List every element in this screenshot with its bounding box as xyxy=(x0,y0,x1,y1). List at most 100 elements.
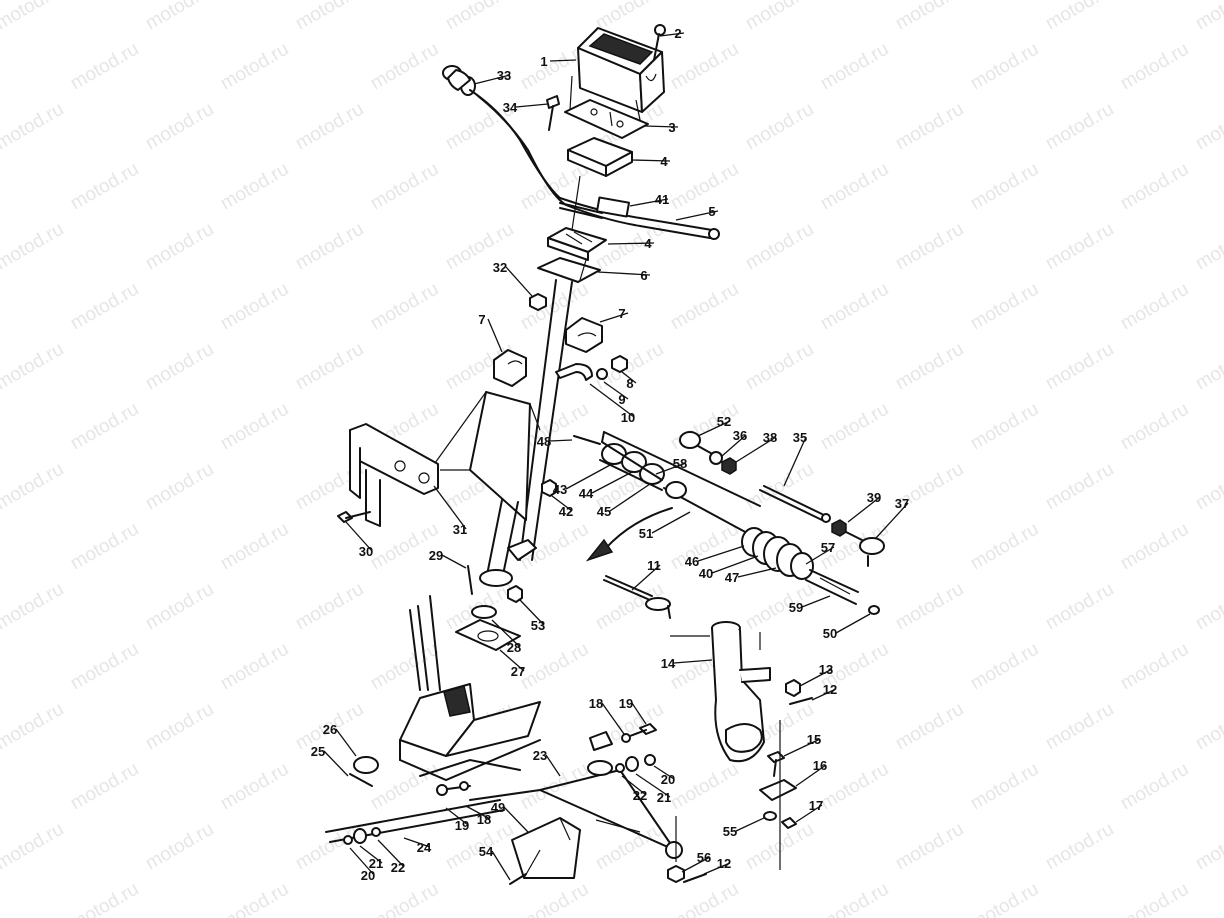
watermark-text: motod.ru xyxy=(1117,399,1192,455)
lower-frame-part xyxy=(399,595,541,782)
washer-22-part xyxy=(615,763,625,773)
callout-42: 42 xyxy=(559,504,573,519)
callout-39: 39 xyxy=(867,490,881,505)
watermark-text: motod.ru xyxy=(1117,759,1192,815)
callout-16: 16 xyxy=(813,758,827,773)
watermark-text: motod.ru xyxy=(1117,519,1192,575)
callout-6: 6 xyxy=(640,268,647,283)
watermark-text: motod.ru xyxy=(1192,339,1224,395)
callout-leader-18 xyxy=(601,702,625,735)
watermark-text: motod.ru xyxy=(892,819,967,875)
callout-leader-11 xyxy=(631,564,661,591)
bracket-31-part xyxy=(349,423,439,527)
callout-47: 47 xyxy=(725,570,739,585)
column-top-plate-part xyxy=(537,257,601,283)
callout-leader-48 xyxy=(549,439,573,442)
callout-leader-22 xyxy=(377,839,405,868)
callout-leader-24 xyxy=(403,837,431,848)
callout-7: 7 xyxy=(478,312,485,327)
callout-48: 48 xyxy=(537,434,551,449)
nut-56-part xyxy=(667,865,685,883)
tie-rod-end-37-part xyxy=(845,531,885,567)
pin-12-upper-part xyxy=(789,697,813,705)
callout-leader-19 xyxy=(445,807,469,826)
callout-leader-4 xyxy=(631,159,671,162)
callout-leader-45 xyxy=(609,483,651,512)
callout-19: 19 xyxy=(455,818,469,833)
nut-32-part xyxy=(529,293,547,311)
watermark-text: motod.ru xyxy=(1192,219,1224,275)
watermark-text: motod.ru xyxy=(67,159,142,215)
callout-leader-6 xyxy=(597,271,651,276)
callout-leader-14 xyxy=(673,659,713,664)
callout-leader-44 xyxy=(591,471,633,494)
washer-28-part xyxy=(471,605,497,619)
callout-leader-16 xyxy=(795,764,827,787)
watermark-text: motod.ru xyxy=(967,879,1042,918)
callout-31: 31 xyxy=(453,522,467,537)
callout-leader-3 xyxy=(643,125,679,128)
bushing-21-left-part xyxy=(353,828,367,844)
watermark-text: motod.ru xyxy=(292,339,367,395)
watermark-text: motod.ru xyxy=(517,159,592,215)
bolt-15-part xyxy=(767,751,785,777)
callout-leader-53 xyxy=(519,599,545,626)
callout-18: 18 xyxy=(589,696,603,711)
watermark-text: motod.ru xyxy=(1042,0,1117,34)
label-41-part xyxy=(596,196,630,218)
callout-18: 18 xyxy=(477,812,491,827)
callout-3: 3 xyxy=(668,120,675,135)
watermark-text: motod.ru xyxy=(892,99,967,155)
callout-28: 28 xyxy=(507,640,521,655)
nut-36-part xyxy=(709,451,723,465)
watermark-text: motod.ru xyxy=(1117,639,1192,695)
watermark-text: motod.ru xyxy=(0,219,67,275)
spindle-14-part xyxy=(711,621,771,763)
watermark-text: motod.ru xyxy=(1117,39,1192,95)
callout-leader-36 xyxy=(721,434,747,457)
callout-leader-49 xyxy=(503,806,529,833)
watermark-text: motod.ru xyxy=(142,699,217,755)
bolt-19-part xyxy=(629,723,657,737)
watermark-text: motod.ru xyxy=(1042,339,1117,395)
callout-34: 34 xyxy=(503,100,518,115)
a-arm-23-part xyxy=(469,760,683,859)
callout-4: 4 xyxy=(644,236,652,251)
watermark-text: motod.ru xyxy=(967,399,1042,455)
watermark-text: motod.ru xyxy=(0,819,67,875)
callout-leader-56 xyxy=(681,856,711,873)
callout-leader-21 xyxy=(359,845,383,864)
callout-29: 29 xyxy=(429,548,443,563)
watermark-text: motod.ru xyxy=(1117,159,1192,215)
watermark-text: motod.ru xyxy=(142,579,217,635)
callout-leader-37 xyxy=(875,502,909,539)
watermark-text: motod.ru xyxy=(1042,99,1117,155)
clamp-block-upper-part xyxy=(567,137,633,177)
callout-32: 32 xyxy=(493,260,507,275)
callout-leader-46 xyxy=(697,545,745,562)
watermark-text: motod.ru xyxy=(742,99,817,155)
callout-leader-58 xyxy=(655,462,687,475)
callout-leader-59 xyxy=(801,595,831,608)
callout-leader-57 xyxy=(805,546,835,565)
watermark-text: motod.ru xyxy=(217,279,292,335)
callout-leader-52 xyxy=(697,420,731,437)
watermark-text: motod.ru xyxy=(292,219,367,275)
callout-30: 30 xyxy=(359,544,373,559)
rod-35-part xyxy=(759,485,831,523)
rod-end-52-part xyxy=(679,431,717,457)
callout-1: 1 xyxy=(540,54,547,69)
callout-leader-32 xyxy=(505,266,533,297)
nut-53-part xyxy=(507,585,523,603)
callout-leader-10 xyxy=(589,383,635,418)
callout-leader-8 xyxy=(621,371,637,384)
callout-35: 35 xyxy=(793,430,807,445)
callout-11: 11 xyxy=(647,558,661,573)
callout-52: 52 xyxy=(717,414,731,429)
bracket-upper-part xyxy=(589,731,613,751)
pin-48-part xyxy=(573,435,601,445)
nut-38-part xyxy=(721,457,737,475)
callout-leader-47 xyxy=(737,567,777,578)
nut-42-part xyxy=(541,479,557,497)
